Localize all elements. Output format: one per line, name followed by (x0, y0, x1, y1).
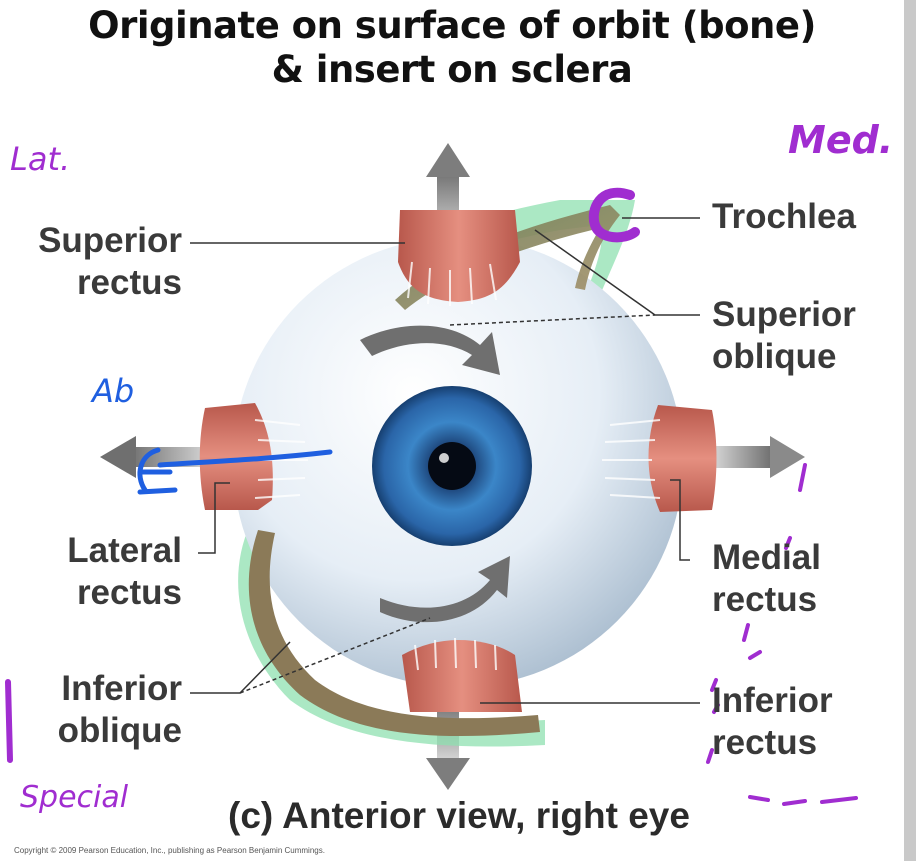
handwritten-med: Med. (788, 118, 894, 162)
slide-title-line-1: Originate on surface of orbit (bone) (88, 4, 816, 47)
superior-oblique-label-line2: oblique (712, 337, 837, 376)
lateral-direction-ink-stroke (157, 449, 333, 468)
inferior-rectus-label-line2: rectus (712, 723, 818, 762)
slide-title-line-2: & insert on sclera (271, 48, 633, 91)
inferior-oblique-label-line2: oblique (57, 711, 182, 750)
handwritten-ab: Ab (92, 372, 135, 410)
inferior-rectus-label: Inferior rectus (712, 680, 833, 764)
medial-ink-ticks (706, 463, 858, 806)
medial-rectus-label: Medial rectus (712, 537, 821, 621)
lateral-rectus-label-line2: rectus (76, 573, 182, 612)
handwritten-lat: Lat. (10, 140, 71, 178)
scroll-strip (904, 0, 916, 861)
special-bracket-ink (5, 679, 13, 763)
trochlea-label: Trochlea (712, 197, 856, 236)
medial-pull-arrow (712, 436, 805, 478)
medial-rectus-label-line2: rectus (712, 580, 818, 619)
medial-rectus-muscle (602, 405, 717, 512)
superior-rectus-label: Superior rectus (20, 220, 182, 304)
inferior-rectus-muscle (402, 637, 522, 712)
abduction-ink-mark (137, 447, 178, 495)
lateral-rectus-label-line1: Lateral (67, 531, 182, 570)
inferior-rectus-label-line1: Inferior (712, 681, 833, 720)
figure-caption: (c) Anterior view, right eye (228, 795, 690, 836)
inferior-oblique-label-line1: Inferior (61, 669, 182, 708)
pupil-reflection (439, 453, 449, 463)
handwritten-special: Special (20, 780, 129, 815)
superior-oblique-muscle (395, 205, 620, 310)
copyright-notice: Copyright © 2009 Pearson Education, Inc.… (14, 846, 325, 855)
superior-rectus-label-line1: Superior (38, 221, 182, 260)
inferior-oblique-label: Inferior oblique (20, 668, 182, 752)
medial-rectus-label-line1: Medial (712, 538, 821, 577)
superior-rectus-label-line2: rectus (76, 263, 182, 302)
superior-oblique-label-line1: Superior (712, 295, 856, 334)
leader-lines (190, 217, 700, 704)
superior-rectus-muscle (398, 210, 520, 306)
intorsion-rotation-arrow (360, 325, 500, 375)
superior-oblique-label: Superior oblique (712, 294, 856, 378)
pupil (428, 442, 476, 490)
trochlea-ink-mark (588, 187, 640, 243)
lateral-rectus-label: Lateral rectus (20, 530, 182, 614)
extorsion-rotation-arrow (380, 556, 510, 623)
